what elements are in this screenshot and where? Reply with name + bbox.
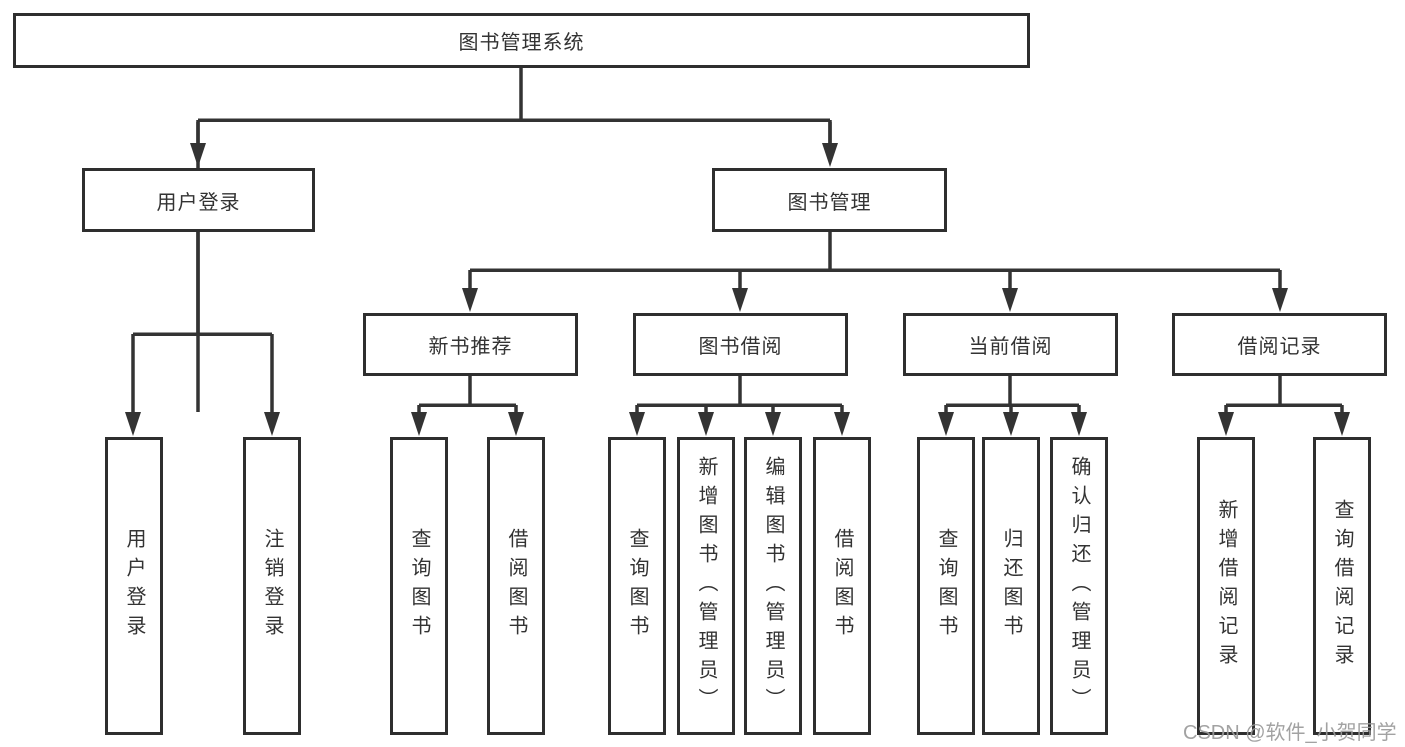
leaf-newbook-borrow-books: 借阅图书 (487, 437, 545, 735)
leaf-newbook-borrow-books-label: 借阅图书 (505, 528, 527, 644)
node-borrow-records: 借阅记录 (1172, 313, 1387, 376)
leaf-borrow-edit-books-admin-label: 编辑图书（管理员） (762, 455, 784, 717)
node-book-borrow: 图书借阅 (633, 313, 848, 376)
leaf-borrow-query-books-label: 查询图书 (626, 528, 648, 644)
leaf-current-query-books: 查询图书 (917, 437, 975, 735)
leaf-borrow-edit-books-admin: 编辑图书（管理员） (744, 437, 802, 735)
leaf-logout: 注销登录 (243, 437, 301, 735)
node-new-book-recommend: 新书推荐 (363, 313, 578, 376)
leaf-current-query-books-label: 查询图书 (935, 528, 957, 644)
leaf-borrow-borrow-books: 借阅图书 (813, 437, 871, 735)
leaf-user-login: 用户登录 (105, 437, 163, 735)
node-current-borrow: 当前借阅 (903, 313, 1118, 376)
leaf-records-add-borrow-record: 新增借阅记录 (1197, 437, 1255, 735)
node-current-borrow-label: 当前借阅 (968, 336, 1053, 358)
leaf-newbook-query-books: 查询图书 (390, 437, 448, 735)
node-user-login: 用户登录 (82, 168, 315, 232)
node-new-book-recommend-label: 新书推荐 (428, 336, 513, 358)
leaf-current-return-books-label: 归还图书 (1000, 528, 1022, 644)
leaf-current-return-books: 归还图书 (982, 437, 1040, 735)
leaf-records-query-borrow-record-label: 查询借阅记录 (1331, 499, 1353, 673)
node-book-management-label: 图书管理 (787, 191, 872, 214)
arrowheads (125, 143, 1350, 436)
leaf-current-confirm-return-admin: 确认归还（管理员） (1050, 437, 1108, 735)
node-root-label: 图书管理系统 (458, 32, 585, 54)
csdn-watermark: CSDN @软件_小贺同学 (1183, 722, 1397, 744)
node-user-login-label: 用户登录 (156, 191, 241, 214)
node-book-management: 图书管理 (712, 168, 947, 232)
node-borrow-records-label: 借阅记录 (1237, 336, 1322, 358)
leaf-records-add-borrow-record-label: 新增借阅记录 (1215, 499, 1237, 673)
node-root-system: 图书管理系统 (13, 13, 1030, 68)
leaf-borrow-borrow-books-label: 借阅图书 (831, 528, 853, 644)
leaf-logout-label: 注销登录 (261, 528, 283, 644)
node-book-borrow-label: 图书借阅 (698, 336, 783, 358)
leaf-borrow-query-books: 查询图书 (608, 437, 666, 735)
leaf-borrow-add-books-admin-label: 新增图书（管理员） (695, 455, 717, 717)
leaf-borrow-add-books-admin: 新增图书（管理员） (677, 437, 735, 735)
leaf-records-query-borrow-record: 查询借阅记录 (1313, 437, 1371, 735)
leaf-current-confirm-return-admin-label: 确认归还（管理员） (1068, 455, 1090, 717)
leaf-newbook-query-books-label: 查询图书 (408, 528, 430, 644)
leaf-user-login-label: 用户登录 (123, 528, 145, 644)
